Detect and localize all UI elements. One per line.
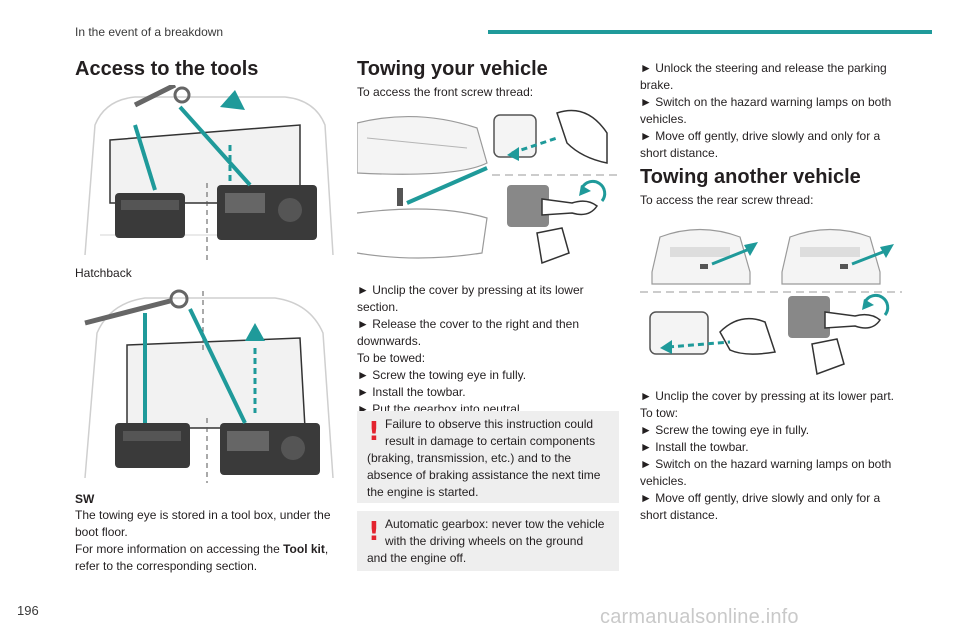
title-towing-your-vehicle: Towing your vehicle: [357, 58, 548, 80]
front-towing-illustration: [357, 103, 619, 275]
front-step-6: ► Install the towbar.: [357, 385, 466, 399]
body-line-1: The towing eye is stored in a tool box, …: [75, 508, 331, 522]
tool-kit-reference: Tool kit: [283, 542, 325, 556]
continue-step-5: ► Move off gently, drive slowly and only…: [640, 129, 881, 143]
warning2-line-2: with the driving wheels on the ground: [385, 534, 584, 548]
front-step-3: ► Release the cover to the right and the…: [357, 317, 580, 331]
body-line-3-text: For more information on accessing the: [75, 542, 284, 556]
rear-towing-illustration: [640, 212, 902, 382]
continue-step-6: short distance.: [640, 146, 719, 160]
warning1-line-5: the engine is started.: [367, 485, 479, 499]
header-accent-bar: [488, 30, 932, 34]
to-be-towed-label: To be towed:: [357, 351, 426, 365]
rear-step-4: ► Switch on the hazard warning lamps on …: [640, 457, 892, 471]
running-header: In the event of a breakdown: [75, 25, 224, 39]
warning-box-automatic-gearbox: ! Automatic gearbox: never tow the vehic…: [357, 511, 619, 571]
warning1-line-1: Failure to observe this instruction coul…: [385, 417, 594, 431]
rear-step-6: ► Move off gently, drive slowly and only…: [640, 491, 881, 505]
caption-hatchback: Hatchback: [75, 266, 132, 280]
warning1-line-2: result in damage to certain components: [385, 434, 596, 448]
continue-step-2: brake.: [640, 78, 674, 92]
rear-step-1: ► Unclip the cover by pressing at its lo…: [640, 389, 894, 403]
warning-icon: !: [368, 417, 380, 447]
title-towing-another-vehicle: Towing another vehicle: [640, 166, 861, 188]
hatchback-tools-illustration: [75, 85, 337, 260]
front-thread-intro: To access the front screw thread:: [357, 85, 534, 99]
warning2-line-1: Automatic gearbox: never tow the vehicle: [385, 517, 605, 531]
continue-step-4: vehicles.: [640, 112, 687, 126]
warning2-line-3: and the engine off.: [367, 551, 467, 565]
front-step-4: downwards.: [357, 334, 422, 348]
warning-box-damage: ! Failure to observe this instruction co…: [357, 411, 619, 503]
to-tow-label: To tow:: [640, 406, 679, 420]
body-line-3: For more information on accessing the To…: [75, 541, 328, 558]
warning1-line-4: absence of braking assistance the next t…: [367, 468, 601, 482]
body-line-4: refer to the corresponding section.: [75, 559, 258, 573]
sw-tools-illustration: [75, 283, 337, 483]
title-access-tools: Access to the tools: [75, 58, 259, 80]
front-step-1: ► Unclip the cover by pressing at its lo…: [357, 283, 584, 297]
rear-step-2: ► Screw the towing eye in fully.: [640, 423, 810, 437]
continue-step-1: ► Unlock the steering and release the pa…: [640, 61, 887, 75]
warning-icon: !: [368, 517, 380, 547]
front-step-2: section.: [357, 300, 399, 314]
caption-sw: SW: [75, 492, 95, 506]
front-step-5: ► Screw the towing eye in fully.: [357, 368, 527, 382]
watermark: carmanualsonline.info: [600, 606, 799, 628]
continue-step-3: ► Switch on the hazard warning lamps on …: [640, 95, 892, 109]
rear-step-3: ► Install the towbar.: [640, 440, 749, 454]
rear-thread-intro: To access the rear screw thread:: [640, 193, 814, 207]
warning1-line-3: (braking, transmission, etc.) and to the: [367, 451, 572, 465]
rear-step-5: vehicles.: [640, 474, 687, 488]
rear-step-7: short distance.: [640, 508, 719, 522]
body-line-2: boot floor.: [75, 525, 128, 539]
page-number: 196: [17, 603, 39, 618]
body-line-3-tail: ,: [324, 542, 329, 556]
